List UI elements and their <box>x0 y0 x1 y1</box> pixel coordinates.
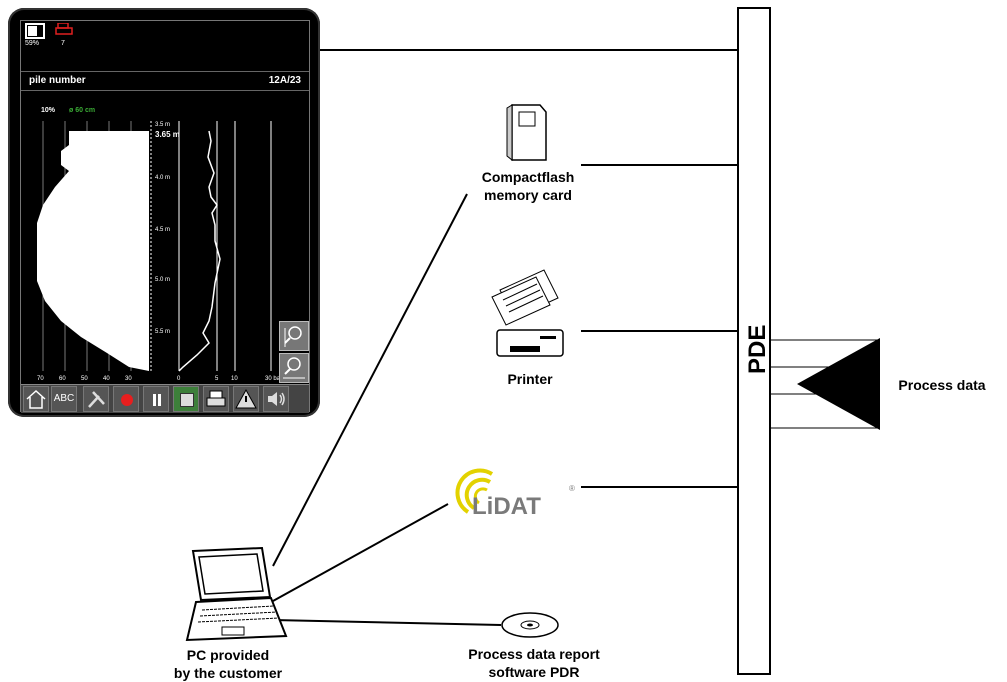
pressure-tick-label: 5 <box>215 376 219 382</box>
percent-tick-label: 50 <box>81 376 88 382</box>
compactflash-label: Compactflash memory card <box>481 169 575 203</box>
alarm-button[interactable] <box>233 386 259 412</box>
cd-disc-icon <box>501 612 559 638</box>
abc-button[interactable]: ABC <box>51 386 77 412</box>
percent-tick-label: 60 <box>59 376 66 382</box>
home-icon <box>26 389 46 409</box>
depth-tick-label: 5.5 m <box>155 329 170 335</box>
depth-tick-label: 5.0 m <box>155 277 170 283</box>
pile-profile-shape <box>37 131 149 371</box>
percent-label: 10% <box>41 107 56 114</box>
pause-button[interactable] <box>143 386 169 412</box>
pc-label: PC provided by the customer <box>173 647 283 681</box>
stop-button[interactable] <box>173 386 199 412</box>
magnifier-icon <box>283 357 305 379</box>
pressure-curve <box>178 130 221 372</box>
printer-count-label: 7 <box>61 40 65 47</box>
battery-icon <box>25 23 45 39</box>
pde-label: PDE <box>744 324 771 374</box>
pressure-tick-label: 30 bar <box>265 376 282 382</box>
pile-number-label: pile number <box>29 75 86 86</box>
pc-to-pdr-line <box>272 619 502 626</box>
pressure-tick-label: 0 <box>177 376 181 382</box>
printer-status-icon <box>55 23 73 35</box>
warning-icon <box>235 388 257 409</box>
process-data-triangle <box>797 338 880 430</box>
magnifier-icon <box>284 326 302 347</box>
depth-tick-label: 4.5 m <box>155 227 170 233</box>
speaker-icon <box>268 392 285 406</box>
zoom-horizontal-button[interactable] <box>279 353 309 383</box>
lidat-registered-mark: ® <box>569 484 575 493</box>
battery-level-label: 59% <box>25 40 40 47</box>
pc-to-compactflash-line <box>272 193 468 567</box>
printer-icon <box>491 269 564 357</box>
lidat-logo: LiDAT ® <box>455 468 575 520</box>
zoom-vertical-button[interactable] <box>279 321 309 351</box>
pde-bus <box>737 7 771 675</box>
device-screen: 59% 7 pile number 12A/23 10% ø 60 cm <box>20 20 310 413</box>
home-button[interactable] <box>23 386 49 412</box>
compactflash-card-icon <box>506 104 547 162</box>
pile-number-value: 12A/23 <box>268 75 301 86</box>
percent-tick-label: 70 <box>37 376 44 382</box>
depth-tick-label: 3.5 m <box>155 122 170 128</box>
diameter-label: ø 60 cm <box>69 107 96 114</box>
pressure-tick-label: 10 <box>231 376 238 382</box>
status-row: 59% 7 <box>21 21 309 53</box>
print-icon <box>206 390 226 407</box>
process-data-connector <box>770 338 880 430</box>
pdr-label: Process data report software PDR <box>468 646 600 680</box>
record-button[interactable] <box>113 386 139 412</box>
laptop-icon <box>185 546 288 642</box>
depth-tick-label: 4.0 m <box>155 175 170 181</box>
device-toolbar: ABC <box>21 384 309 413</box>
sound-button[interactable] <box>263 386 289 412</box>
depth-marker-label: 3.65 m <box>155 130 180 139</box>
pile-profile-plot: 3.5 m 3.65 m 4.0 m 4.5 m 5.0 m 5.5 m 70 … <box>37 121 282 382</box>
print-button[interactable] <box>203 386 229 412</box>
process-data-label: Process data <box>898 377 986 393</box>
lidat-logo-text: LiDAT <box>472 493 541 520</box>
pile-number-row: pile number 12A/23 <box>21 71 309 91</box>
tools-button[interactable] <box>83 386 109 412</box>
pc-to-lidat-line <box>272 503 449 602</box>
measurement-device: 59% 7 pile number 12A/23 10% ø 60 cm <box>8 8 320 417</box>
printer-label: Printer <box>507 371 553 387</box>
percent-tick-label: 30 <box>125 376 132 382</box>
percent-tick-label: 40 <box>103 376 110 382</box>
wrench-icon <box>88 391 105 408</box>
